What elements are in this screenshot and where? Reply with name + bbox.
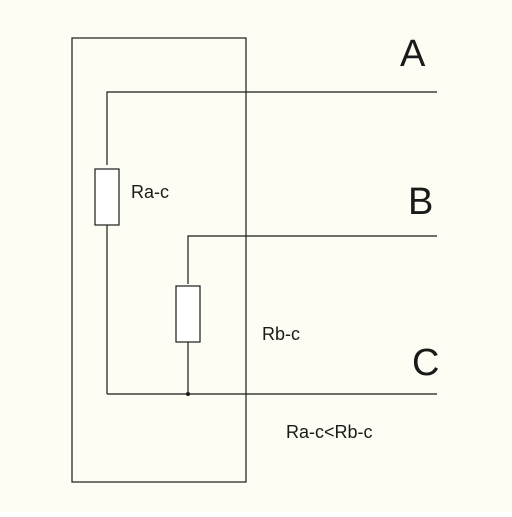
junction-dot	[186, 392, 190, 396]
resistor-bc	[175, 285, 201, 343]
terminal-label-b: B	[408, 181, 433, 223]
resistor-label-ac: Ra-c	[131, 182, 169, 202]
wire-b	[187, 235, 437, 284]
wire-a	[106, 91, 437, 165]
terminal-label-c: C	[412, 342, 439, 384]
housing-box	[71, 37, 247, 483]
terminal-label-a: A	[400, 33, 426, 75]
resistance-relation: Ra-c<Rb-c	[286, 422, 373, 442]
resistor-ac	[94, 168, 120, 226]
resistor-label-bc: Rb-c	[262, 324, 300, 344]
